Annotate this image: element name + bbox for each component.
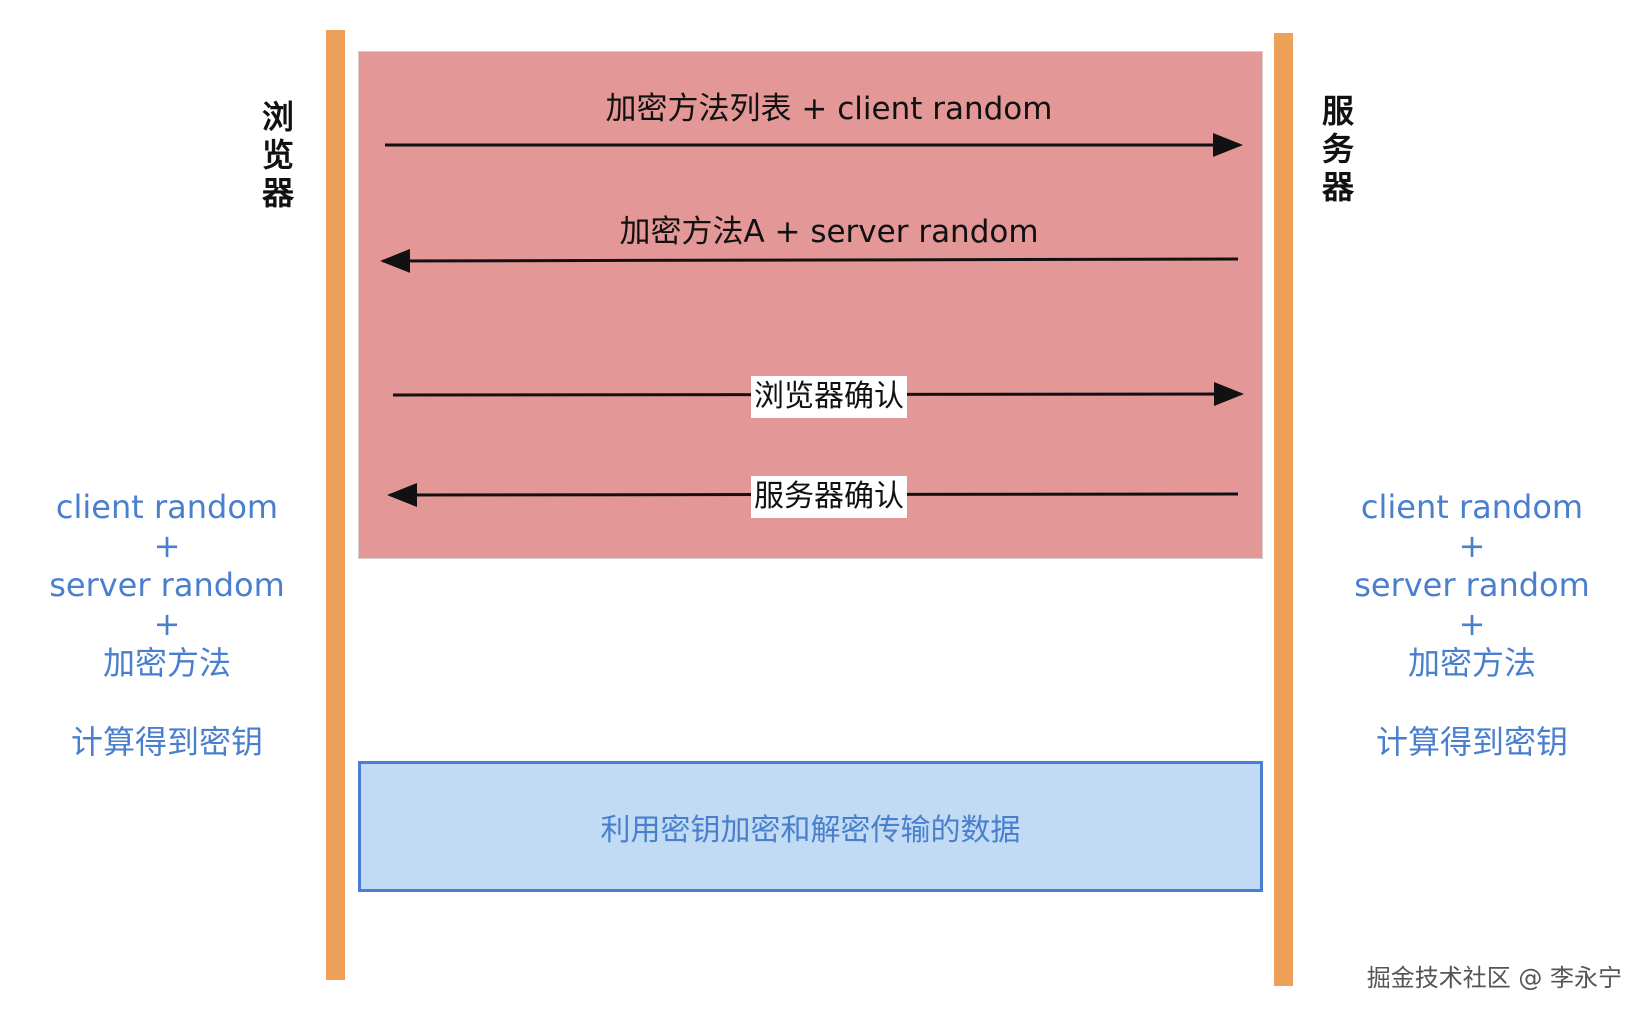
msg-1-label: 加密方法列表 + client random xyxy=(605,91,1053,127)
browser-key-calculation: client random + server random + 加密方法 计算得… xyxy=(17,488,317,762)
server-random-text: server random xyxy=(1354,566,1590,604)
browser-actor-label: 浏览器 xyxy=(261,98,294,212)
derive-key-text: 计算得到密钥 xyxy=(70,723,263,761)
msg-3-label: 浏览器确认 xyxy=(751,376,907,418)
cipher-method-text: 加密方法 xyxy=(102,644,231,682)
plus-sign: + xyxy=(153,605,181,643)
client-random-text: client random xyxy=(55,488,279,526)
plus-sign: + xyxy=(153,527,181,565)
msg-2-arrow xyxy=(380,248,1239,273)
encrypted-data-region: 利用密钥加密和解密传输的数据 xyxy=(358,761,1263,892)
server-actor-label: 服务器 xyxy=(1321,92,1354,206)
handshake-region xyxy=(358,51,1263,559)
client-random-text: client random xyxy=(1360,488,1584,526)
derive-key-text: 计算得到密钥 xyxy=(1375,723,1568,761)
plus-sign: + xyxy=(1458,605,1486,643)
server-random-text: server random xyxy=(49,566,285,604)
plus-sign: + xyxy=(1458,527,1486,565)
browser-lifeline xyxy=(326,30,345,980)
watermark: 掘金技术社区 @ 李永宁 xyxy=(1366,964,1622,992)
msg-4-label: 服务器确认 xyxy=(751,476,907,518)
cipher-method-text: 加密方法 xyxy=(1407,644,1536,682)
msg-2-label: 加密方法A + server random xyxy=(619,214,1039,250)
server-key-calculation: client random + server random + 加密方法 计算得… xyxy=(1322,488,1622,762)
encrypted-data-label: 利用密钥加密和解密传输的数据 xyxy=(600,812,1021,848)
server-lifeline xyxy=(1274,33,1293,986)
